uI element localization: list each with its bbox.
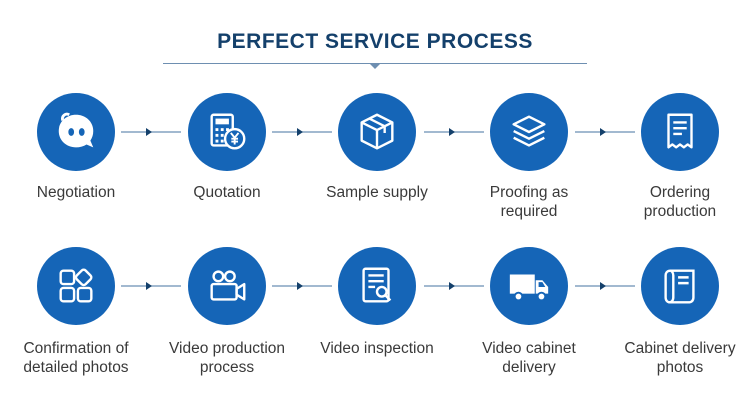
step-label-quotation: Quotation: [193, 184, 261, 201]
step-label-confirmation: Confirmation of detailed photos: [23, 340, 129, 376]
connector-arrow-4: [575, 128, 635, 136]
connector-arrow-1: [121, 128, 181, 136]
step-cabinet-photos-circle: [641, 247, 719, 325]
calculator-yen-icon: [210, 113, 246, 150]
step-label-proofing: Proofing as required: [489, 184, 569, 220]
step-label-negotiation: Negotiation: [36, 184, 116, 201]
truck-icon: [509, 274, 549, 302]
scroll-icon: [664, 269, 695, 304]
connector-arrow-6: [272, 282, 332, 290]
step-label-cabinet-photos: Cabinet delivery photos: [624, 340, 736, 376]
step-label-video-inspection: Video inspection: [320, 340, 434, 357]
title-underline-notch: [369, 63, 381, 69]
page-title: PERFECT SERVICE PROCESS: [217, 30, 533, 53]
step-label-video-cabinet: Video cabinet delivery: [482, 340, 576, 376]
step-proofing-circle: [490, 93, 568, 171]
layers-icon: [512, 115, 546, 147]
step-quotation-circle: [188, 93, 266, 171]
step-sample-supply-circle: [338, 93, 416, 171]
step-label-ordering: Ordering production: [643, 184, 717, 220]
connector-arrow-7: [424, 282, 484, 290]
connector-arrow-8: [575, 282, 635, 290]
step-video-production-circle: [188, 247, 266, 325]
grid-tiles-icon: [59, 268, 93, 303]
receipt-icon: [667, 113, 693, 149]
document-search-icon: [362, 267, 392, 303]
step-confirmation-circle: [37, 247, 115, 325]
step-video-cabinet-circle: [490, 247, 568, 325]
connector-arrow-2: [272, 128, 332, 136]
connector-arrow-5: [121, 282, 181, 290]
video-camera-icon: [210, 270, 246, 301]
step-ordering-circle: [641, 93, 719, 171]
connector-arrow-3: [424, 128, 484, 136]
step-label-sample-supply: Sample supply: [326, 184, 428, 201]
chat-face-icon: [58, 112, 94, 148]
box-icon: [360, 113, 394, 150]
step-video-inspection-circle: [338, 247, 416, 325]
step-label-video-production: Video production process: [168, 340, 286, 376]
step-negotiation-circle: [37, 93, 115, 171]
